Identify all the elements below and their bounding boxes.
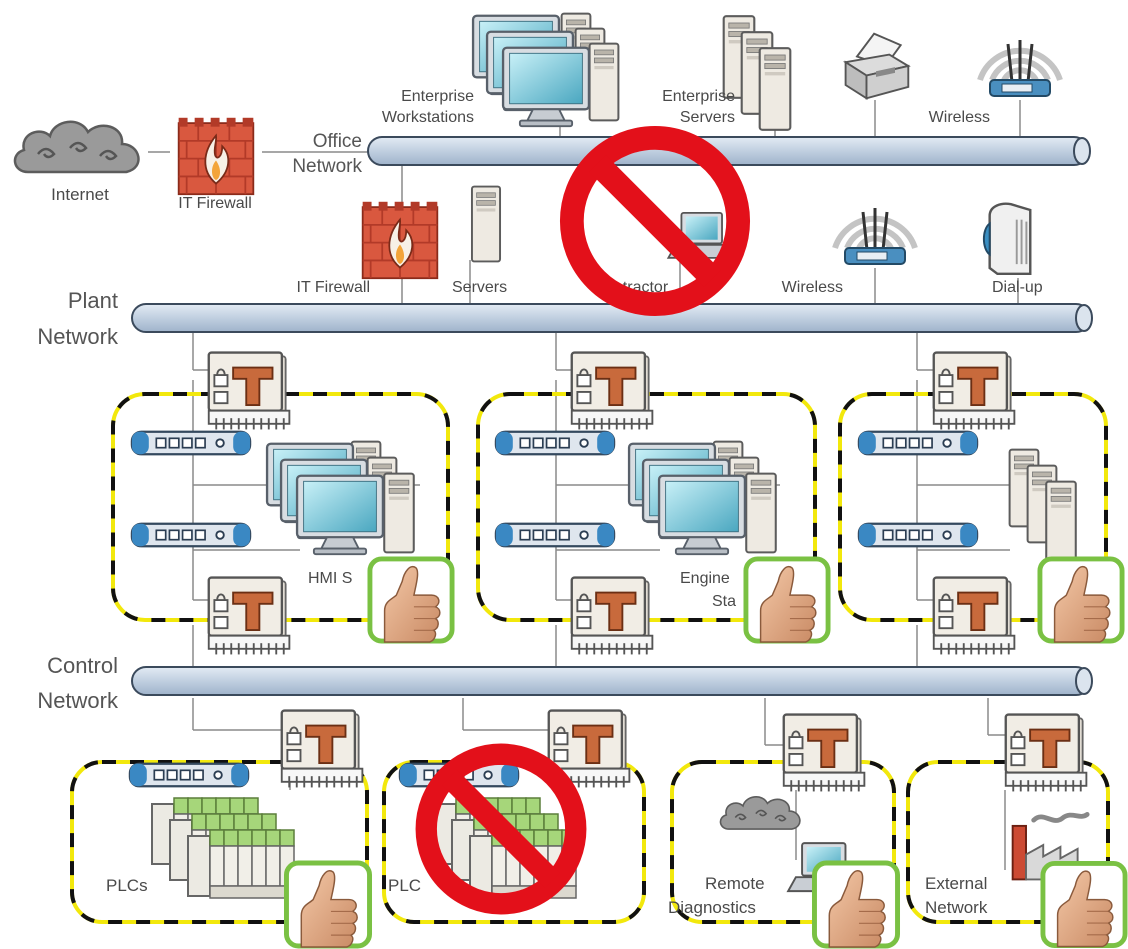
switch-icon: [857, 522, 979, 548]
plcs-label-1: PLCs: [106, 876, 148, 895]
modem-icon: [982, 202, 1032, 276]
plant-network-label-line2: Network: [37, 324, 119, 349]
plcs-label-2: PLC: [388, 876, 421, 895]
wireless-plant-label: Wireless: [782, 279, 843, 296]
firewall-icon: [177, 116, 255, 196]
enterprise-servers-label-2: Servers: [680, 109, 735, 126]
external-network-label-2: Network: [925, 898, 988, 917]
plc-icon: [187, 829, 295, 899]
server-icon: [1045, 480, 1077, 562]
remote-diagnostics-label-2: Diagnostics: [668, 898, 756, 917]
right-zone-servers-group: [1008, 448, 1077, 562]
wireless-ap-icon: [835, 208, 915, 264]
server-icon: [383, 472, 415, 554]
industrial-firewall-icon: [932, 576, 1016, 656]
wireless-ap-icon: [980, 40, 1060, 96]
industrial-firewall-icon: [932, 351, 1016, 431]
engineering-stations-group: [627, 440, 777, 556]
enterprise-workstations-label-1: Enterprise: [401, 88, 474, 105]
server-icon: [758, 47, 792, 131]
hmi-stations-label: HMI S: [308, 570, 352, 587]
cloud-icon: [13, 120, 140, 174]
switch-icon: [130, 430, 252, 456]
industrial-firewall-icon: [207, 576, 291, 656]
switch-icon: [128, 762, 250, 788]
industrial-firewall-icon: [570, 576, 654, 656]
switch-icon: [857, 430, 979, 456]
firewall-icon: [361, 200, 439, 280]
external-network-label-1: External: [925, 874, 987, 893]
hmi-stations-group: [265, 440, 415, 556]
thumbs-up-icon: [286, 863, 369, 947]
industrial-firewall-icon: [1004, 713, 1088, 793]
workstation-icon: [295, 474, 385, 556]
control-network-label-line1: Control: [47, 653, 118, 678]
workstation-icon: [657, 474, 747, 556]
cloud-icon: [719, 795, 801, 830]
server-icon: [470, 185, 502, 263]
enterprise-servers-label-1: Enterprise: [662, 88, 735, 105]
it-firewall-plant-label: IT Firewall: [297, 279, 371, 296]
industrial-firewall-icon: [782, 713, 866, 793]
it-firewall-label: IT Firewall: [178, 195, 252, 212]
control-network-bus: [131, 666, 1093, 696]
server-icon: [745, 472, 777, 554]
internet-label: Internet: [51, 185, 109, 204]
wireless-office-label: Wireless: [929, 109, 990, 126]
thumbs-up-icon: [814, 863, 897, 947]
engineering-stations-label-2: Sta: [712, 593, 736, 610]
zone-plcs-1: [70, 760, 369, 924]
thumbs-up-icon: [746, 559, 828, 642]
office-network-label-line1: Office: [313, 131, 362, 152]
office-network-bus: [367, 136, 1091, 166]
servers-label: Servers: [452, 279, 507, 296]
enterprise-workstations-label-2: Workstations: [382, 109, 474, 126]
remote-diagnostics-label-1: Remote: [705, 874, 765, 893]
industrial-firewall-icon: [570, 351, 654, 431]
thumbs-up-icon: [1040, 559, 1122, 642]
workstation-icon: [501, 46, 591, 128]
plant-network-bus: [131, 303, 1093, 333]
enterprise-workstations-group: [471, 12, 620, 128]
printer-icon: [844, 32, 910, 100]
industrial-firewall-icon: [207, 351, 291, 431]
control-network-label-line2: Network: [37, 688, 119, 713]
plant-network-label-line1: Plant: [68, 288, 118, 313]
server-icon: [588, 42, 620, 122]
engineering-stations-label-1: Engine: [680, 570, 730, 587]
dial-up-label: Dial-up: [992, 279, 1043, 296]
switch-icon: [494, 522, 616, 548]
thumbs-up-icon: [370, 559, 452, 642]
switch-icon: [494, 430, 616, 456]
thumbs-up-icon: [1043, 863, 1125, 946]
industrial-firewall-icon: [280, 709, 364, 789]
office-network-label-line2: Network: [292, 156, 362, 177]
switch-icon: [130, 522, 252, 548]
